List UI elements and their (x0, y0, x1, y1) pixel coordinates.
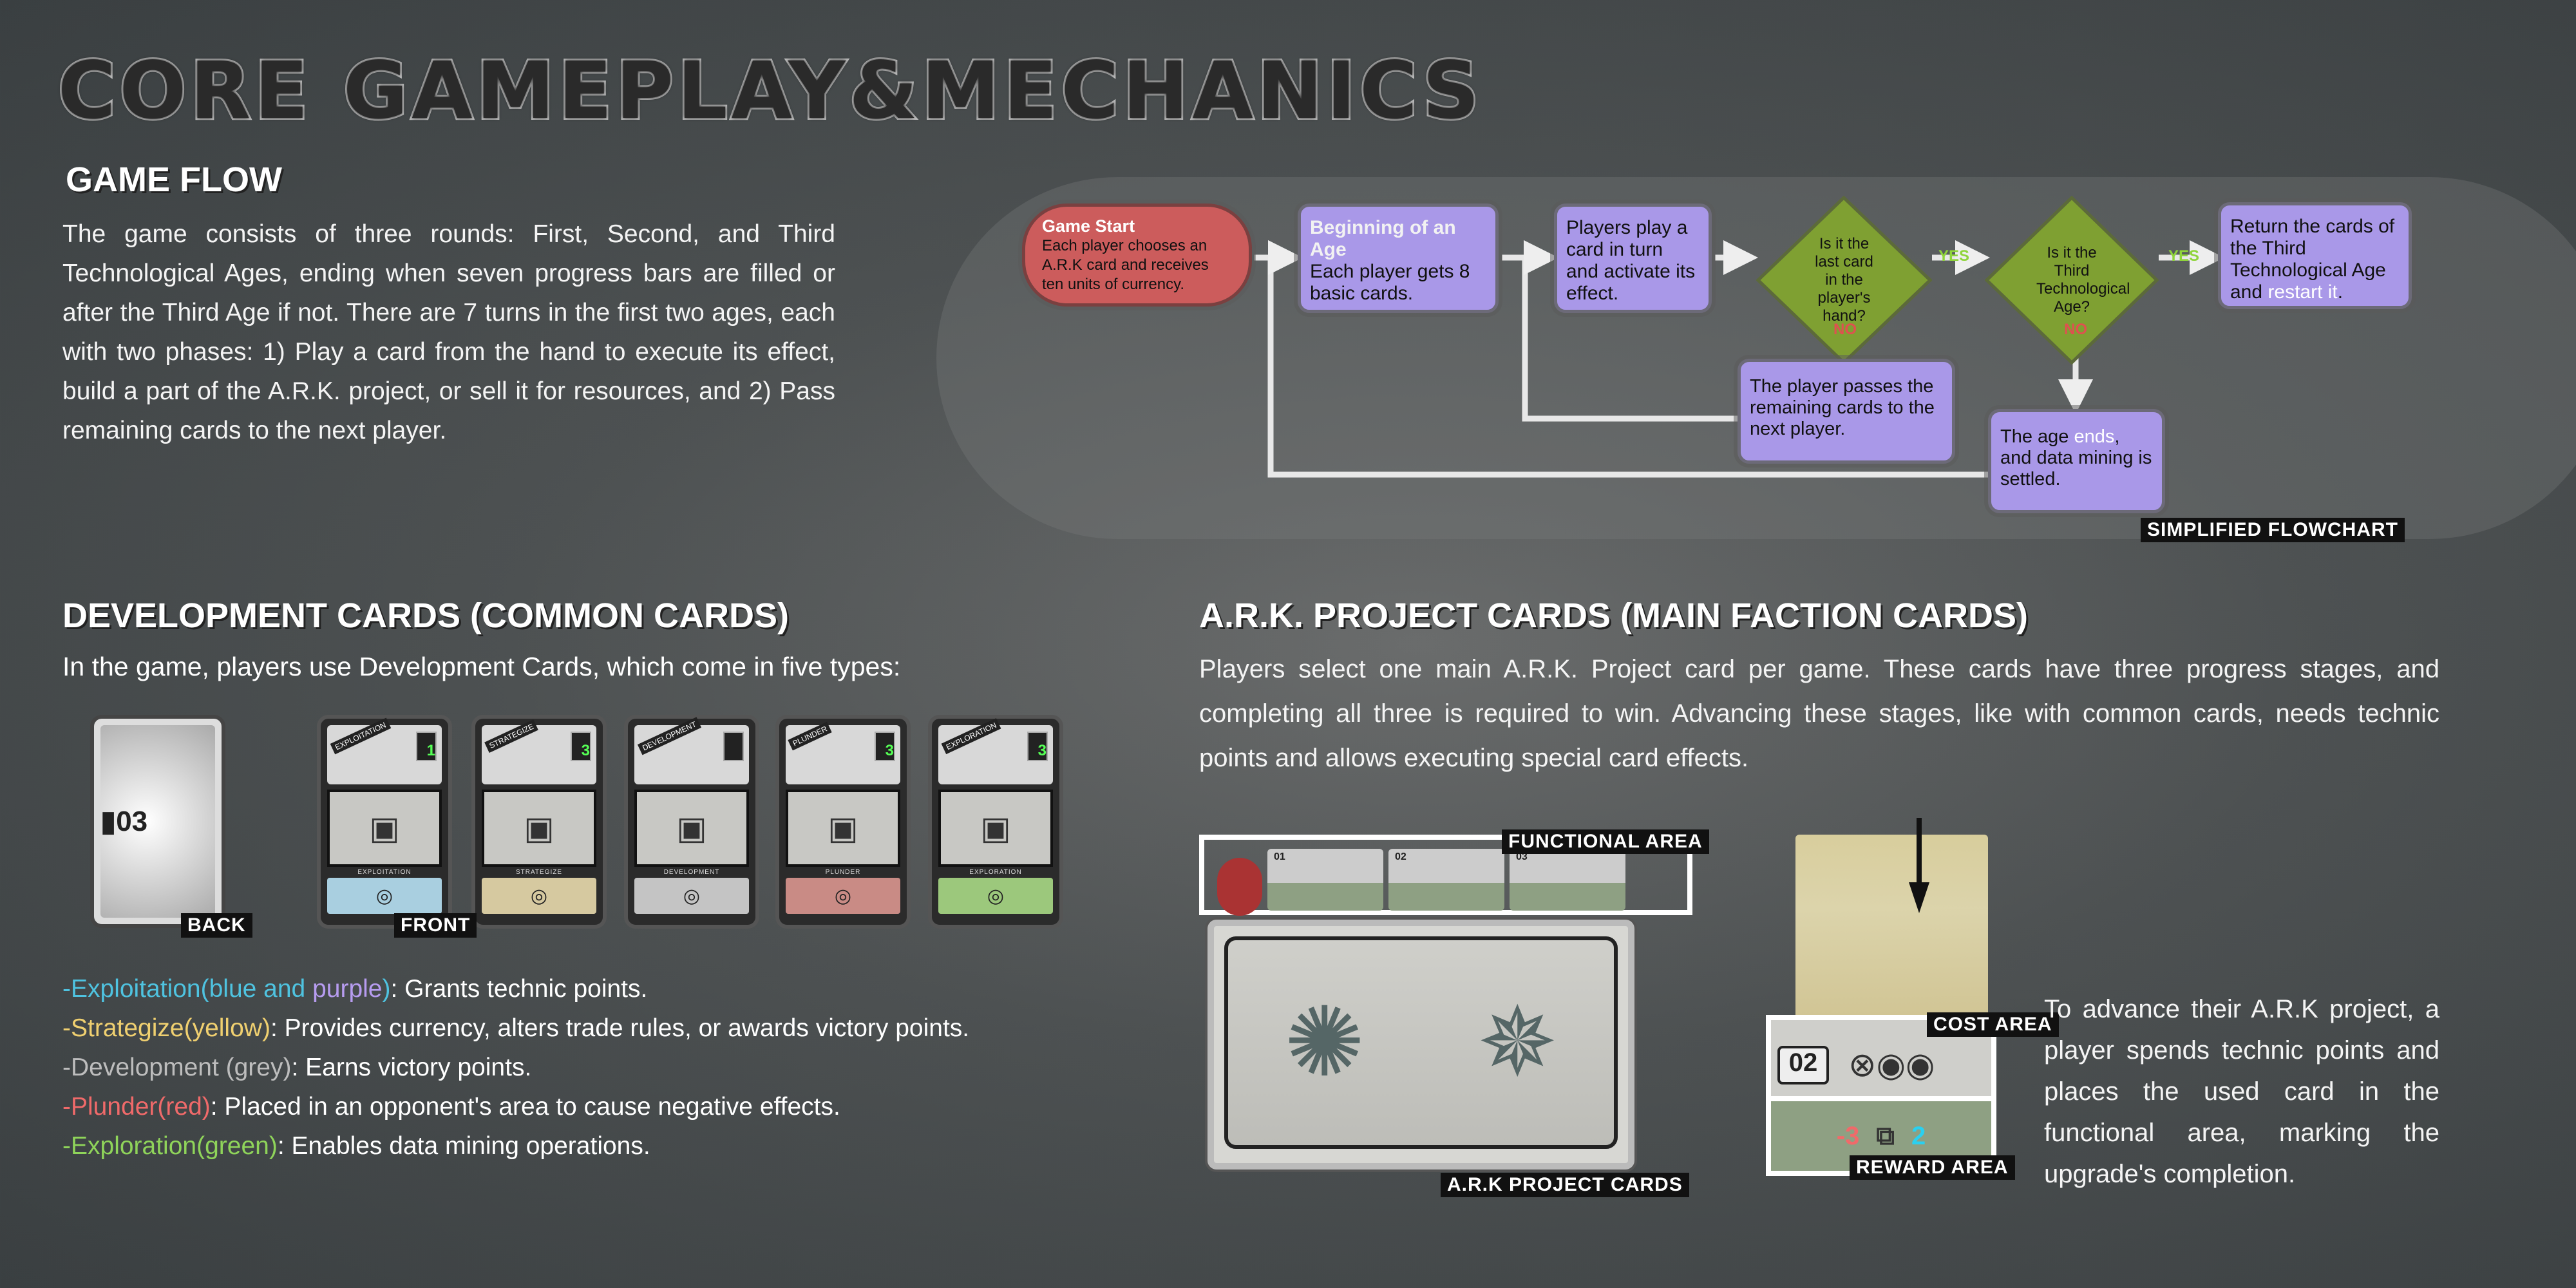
card-type-tag: DEVELOPMENT (637, 717, 701, 755)
card-art-icon: ▣ (786, 790, 900, 867)
flow-beginning-text: Each player gets 8 basic cards. (1310, 261, 1470, 304)
stage-card-2: 02 (1388, 849, 1504, 911)
flow-return-highlight: restart it (2268, 281, 2338, 303)
flow-decision-third-age: Is it the Third Technological Age? (1985, 196, 2159, 365)
page-title: CORE GAMEPLAY&MECHANICS (56, 43, 1483, 138)
card-effect-area: ◎ (938, 878, 1053, 914)
dev-cards-heading: DEVELOPMENT CARDS (COMMON CARDS) (62, 596, 789, 635)
flow-q2-text: Is it the Third Technological Age? (2036, 244, 2130, 316)
card-front-exploration: EXPLORATION 3 ▣ EXPLORATION ◎ (928, 715, 1063, 929)
down-arrow-icon (1909, 818, 1929, 913)
ark-text: Players select one main A.R.K. Project c… (1199, 655, 2439, 772)
card-effect-area: ◎ (482, 878, 596, 914)
card-front-plunder: PLUNDER 3 ▣ PLUNDER ◎ (775, 715, 911, 929)
type-development: -Development (grey): Earns victory point… (62, 1054, 532, 1081)
card-type-tag: EXPLOITATION (330, 717, 391, 755)
card-name: PLUNDER (825, 869, 861, 876)
stage-card-1: 01 (1267, 849, 1383, 911)
type-strategize: -Strategize(yellow): Provides currency, … (62, 1014, 970, 1042)
flowchart-caption: SIMPLIFIED FLOWCHART (2141, 518, 2405, 542)
card-type-tag: EXPLORATION (941, 717, 1001, 755)
faction-icon (1217, 858, 1262, 916)
ark-project-card: ✺✵ (1208, 920, 1634, 1170)
card-type-tag: STRATEGIZE (484, 719, 539, 753)
game-flow-heading: GAME FLOW (66, 160, 282, 199)
flow-age-highlight: ends (2074, 426, 2115, 447)
card-effect-area: ◎ (327, 878, 442, 914)
reward-value-2: 2 (1911, 1121, 1926, 1150)
dev-cards-intro: In the game, players use Development Car… (62, 652, 901, 681)
flow-return-text: Return the cards of the Third Technologi… (2230, 216, 2395, 303)
placed-card-faded (1795, 835, 1988, 1019)
flow-beginning-title: Beginning of an Age (1310, 217, 1456, 260)
card-name: DEVELOPMENT (663, 869, 720, 876)
card-front-strategize: STRATEGIZE 3 ▣ STRATEGIZE ◎ (471, 715, 607, 929)
functional-area: 01 02 03 (1199, 835, 1692, 916)
ark-heading: A.R.K. PROJECT CARDS (MAIN FACTION CARDS… (1199, 596, 2029, 635)
flow-pass-cards: The player passes the remaining cards to… (1738, 359, 1955, 464)
station-illustration-icon: ✺ (1283, 988, 1365, 1096)
flow-age-ends: The age ends, and data mining is settled… (1988, 409, 2165, 513)
type-exploitation: -Exploitation(blue and purple): Grants t… (62, 975, 648, 1003)
flow-play-card: Players play a card in turn and activate… (1554, 204, 1712, 313)
card-types-list: -Exploitation(blue and purple): Grants t… (62, 969, 969, 1166)
back-label: BACK (181, 913, 252, 938)
card-name: EXPLOITATION (357, 869, 412, 876)
cost-reward-card: 02 ⊗◉◉ -3 ⧉ 2 (1766, 1015, 1996, 1176)
ark-side-text: To advance their A.R.K project, a player… (2044, 995, 2439, 1188)
card-effect-area: ◎ (786, 878, 900, 914)
card-front-development: DEVELOPMENT ▣ DEVELOPMENT ◎ (624, 715, 759, 929)
card-art-icon: ▣ (327, 790, 442, 867)
flow-q1-text: Is it the last card in the player's hand… (1815, 235, 1873, 325)
card-swap-icon: ⧉ (1876, 1121, 1895, 1150)
flow-age-pre: The age (2000, 426, 2074, 447)
card-art-icon: ▣ (938, 790, 1053, 867)
flow-age-post: , and data mining is settled. (2000, 426, 2152, 489)
cost-area-label: COST AREA (1927, 1012, 2059, 1037)
flow-yes-2: YES (2168, 247, 2200, 265)
functional-area-label: FUNCTIONAL AREA (1502, 829, 1709, 854)
card-art-icon: ▣ (482, 790, 596, 867)
ark-card-label: A.R.K PROJECT CARDS (1441, 1173, 1689, 1197)
type-plunder: -Plunder(red): Placed in an opponent's a… (62, 1093, 840, 1121)
loop-age-to-beginning (1267, 240, 1988, 478)
flow-no-2: NO (2064, 321, 2087, 338)
front-label: FRONT (394, 913, 477, 938)
stage-number: 02 (1777, 1046, 1829, 1084)
flow-start-title: Game Start (1042, 216, 1135, 236)
card-art-icon: ▣ (634, 790, 749, 867)
cost-icons: ⊗◉◉ (1848, 1046, 1935, 1084)
card-cost: 1 (416, 732, 437, 761)
card-cost (723, 732, 744, 761)
flow-yes-1: YES (1938, 247, 1970, 265)
flow-no-1: NO (1833, 321, 1857, 338)
game-flow-text: The game consists of three rounds: First… (62, 220, 835, 444)
reward-area-label: REWARD AREA (1850, 1155, 2015, 1180)
flow-beginning-of-age: Beginning of an Age Each player gets 8 b… (1298, 204, 1499, 313)
card-effect-area: ◎ (634, 878, 749, 914)
flow-return-end: . (2337, 281, 2344, 303)
card-type-tag: PLUNDER (788, 721, 833, 751)
card-cost: 3 (571, 732, 591, 761)
card-cost: 3 (875, 732, 895, 761)
card-back: ▮03 (90, 715, 225, 928)
type-exploration: -Exploration(green): Enables data mining… (62, 1132, 650, 1160)
flow-game-start: Game Start Each player chooses an A.R.K … (1022, 204, 1252, 307)
card-name: EXPLORATION (969, 869, 1022, 876)
flow-start-text: Each player chooses an A.R.K card and re… (1042, 237, 1209, 293)
reward-value-1: -3 (1836, 1121, 1860, 1150)
satellite-illustration-icon: ✵ (1477, 988, 1558, 1096)
card-front-exploitation: EXPLOITATION 1 ▣ EXPLOITATION ◎ (317, 715, 452, 929)
card-name: STRATEGIZE (515, 869, 563, 876)
stage-card-3: 03 (1510, 849, 1625, 911)
loop-pass-to-play (1522, 240, 1738, 422)
flow-return-cards: Return the cards of the Third Technologi… (2218, 202, 2412, 309)
flow-decision-last-card: Is it the last card in the player's hand… (1756, 196, 1932, 365)
card-cost: 3 (1027, 732, 1048, 761)
